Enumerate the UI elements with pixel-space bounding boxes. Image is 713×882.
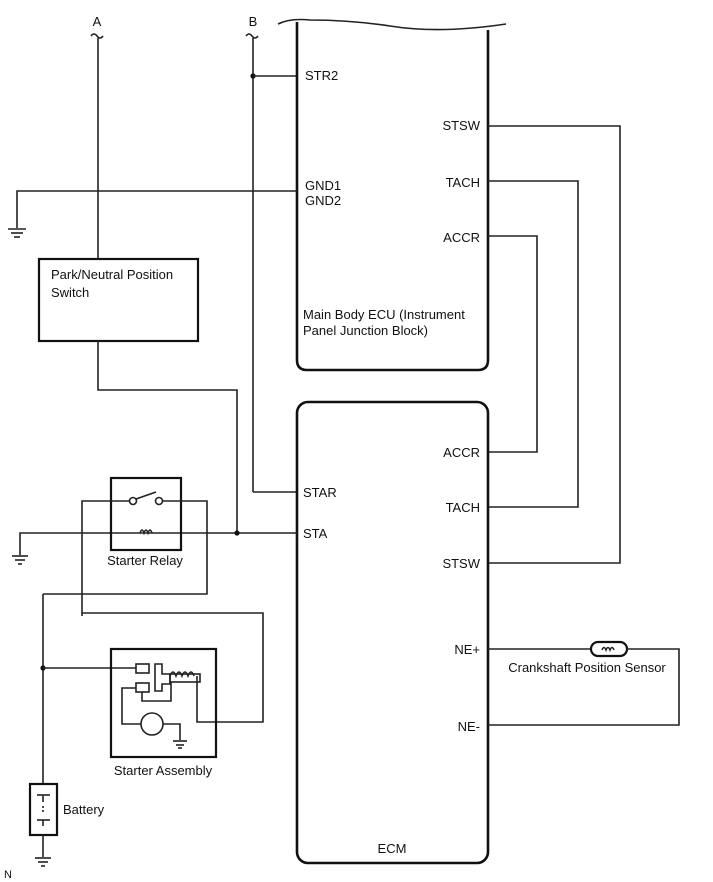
ecm-pin-accr: ACCR (443, 445, 480, 460)
junction-dot (234, 530, 240, 536)
wire-tach (488, 180, 579, 508)
wire-sta-coil (19, 532, 297, 555)
ecm-pin-star: STAR (303, 485, 337, 500)
park-neutral-switch-label-line1: Park/Neutral Position (51, 267, 173, 282)
ecm-pin-sta: STA (303, 526, 328, 541)
park-neutral-switch: Park/Neutral Position Switch (37, 257, 238, 533)
connector-a: A (90, 14, 104, 260)
wire-ne-minus (488, 648, 680, 726)
ecm-pin-ne-plus: NE+ (454, 642, 480, 657)
starter-relay: Starter Relay (12, 476, 297, 616)
wire-relay-switch-left (81, 500, 129, 616)
wave-break-edge (277, 18, 507, 31)
battery-box (28, 782, 59, 837)
ecm-pin-tach: TACH (446, 500, 480, 515)
park-neutral-switch-box (37, 257, 200, 343)
relay-coil-icon (139, 529, 153, 536)
wire-motor-ground (163, 723, 181, 740)
starter-assembly: Starter Assembly (109, 647, 218, 778)
ground-icon (8, 228, 26, 238)
connector-b-label: B (249, 14, 258, 29)
wire-relay-switch-right (43, 500, 208, 595)
pin-str2: STR2 (305, 68, 338, 83)
pin-gnd1: GND1 (305, 178, 341, 193)
terminal-icon (135, 682, 150, 693)
ecm-name: ECM (378, 841, 407, 856)
contact-icon (128, 496, 138, 506)
contact-icon (154, 496, 164, 506)
battery-label: Battery (63, 802, 105, 817)
pin-accr: ACCR (443, 230, 480, 245)
wave-break-icon (245, 33, 259, 39)
ground-icon (35, 857, 51, 867)
inter-ecu-wires (488, 125, 621, 564)
connector-b: B (245, 14, 297, 493)
starter-relay-label: Starter Relay (107, 553, 183, 568)
wire-terminal-to-coil (141, 682, 172, 702)
plunger-icon (154, 663, 171, 692)
starter-assembly-label: Starter Assembly (114, 763, 213, 778)
solenoid-coil-icon (169, 671, 195, 679)
park-neutral-switch-label-line2: Switch (51, 285, 89, 300)
starter-assembly-box (109, 647, 218, 759)
wave-break-icon (90, 33, 104, 39)
switch-blade-icon (135, 491, 157, 500)
pin-gnd2: GND2 (305, 193, 341, 208)
pin-tach: TACH (446, 175, 480, 190)
connector-a-label: A (93, 14, 102, 29)
pin-stsw: STSW (442, 118, 480, 133)
wire-relay-to-solenoid (82, 612, 264, 723)
sensor-coil-icon (601, 646, 615, 653)
ecm-outline (295, 400, 490, 865)
terminal-icon (135, 663, 150, 674)
starter-relay-box (109, 476, 183, 552)
crankshaft-position-sensor: Crankshaft Position Sensor (488, 640, 680, 726)
ecm: ACCR STAR TACH STA STSW NE+ NE- ECM (295, 400, 490, 865)
ecm-pin-stsw: STSW (442, 556, 480, 571)
motor-icon (140, 712, 164, 736)
solenoid-core-icon (169, 673, 201, 683)
main-body-ecu-name-line1: Main Body ECU (Instrument (303, 307, 465, 322)
corner-mark: N (4, 869, 12, 881)
wire-stsw (488, 125, 621, 564)
main-body-ecu-outline (295, 22, 490, 372)
ground-icon (173, 740, 187, 749)
wire-gnd (16, 190, 297, 228)
wire-accr (488, 235, 538, 453)
ecm-pin-ne-minus: NE- (458, 719, 480, 734)
battery-circuit: Battery (28, 594, 136, 867)
wire-terminal-to-motor (121, 687, 141, 725)
ground-icon (12, 555, 28, 565)
main-body-ecu-name-line2: Panel Junction Block) (303, 323, 428, 338)
gnd-wire (8, 190, 297, 238)
crankshaft-sensor-label: Crankshaft Position Sensor (508, 660, 666, 675)
wire-pnp-to-sta (97, 341, 238, 533)
main-body-ecu: STR2 GND1 GND2 STSW TACH ACCR Main Body … (277, 18, 507, 372)
battery-icon (37, 794, 50, 826)
